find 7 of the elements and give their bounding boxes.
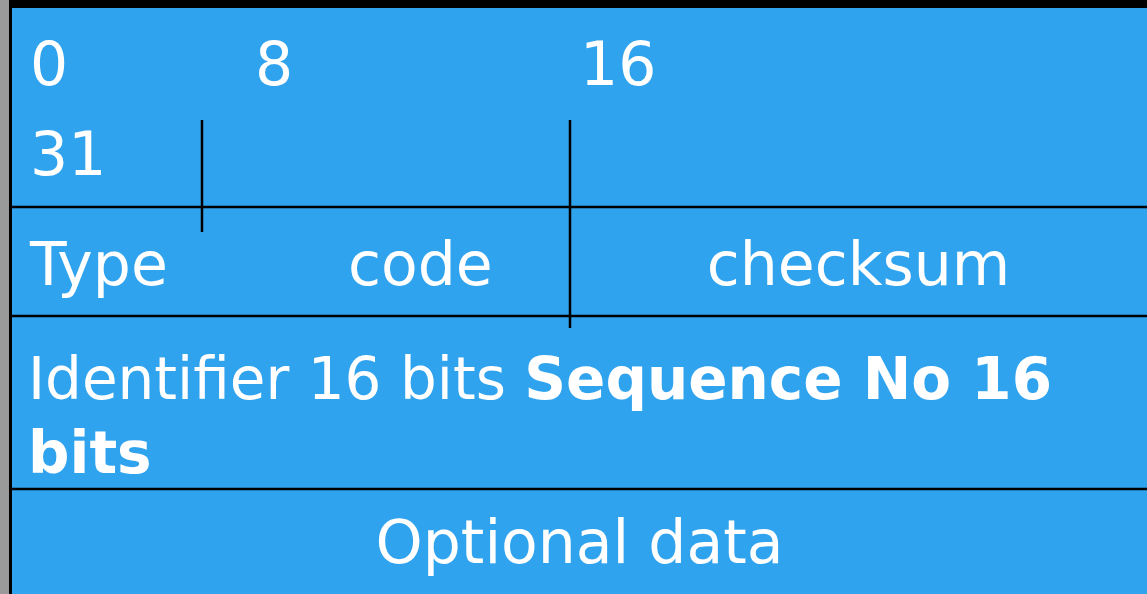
bit-offset: 31 — [30, 124, 107, 184]
field-name: code — [348, 234, 493, 294]
bit-offset: 8 — [255, 34, 294, 94]
field-name: checksum — [705, 234, 1012, 294]
bit-offset: 0 — [30, 34, 69, 94]
bit-offset: 16 — [580, 34, 657, 94]
field-name: Identifier 16 bits Sequence No 16 bits — [28, 344, 1054, 489]
